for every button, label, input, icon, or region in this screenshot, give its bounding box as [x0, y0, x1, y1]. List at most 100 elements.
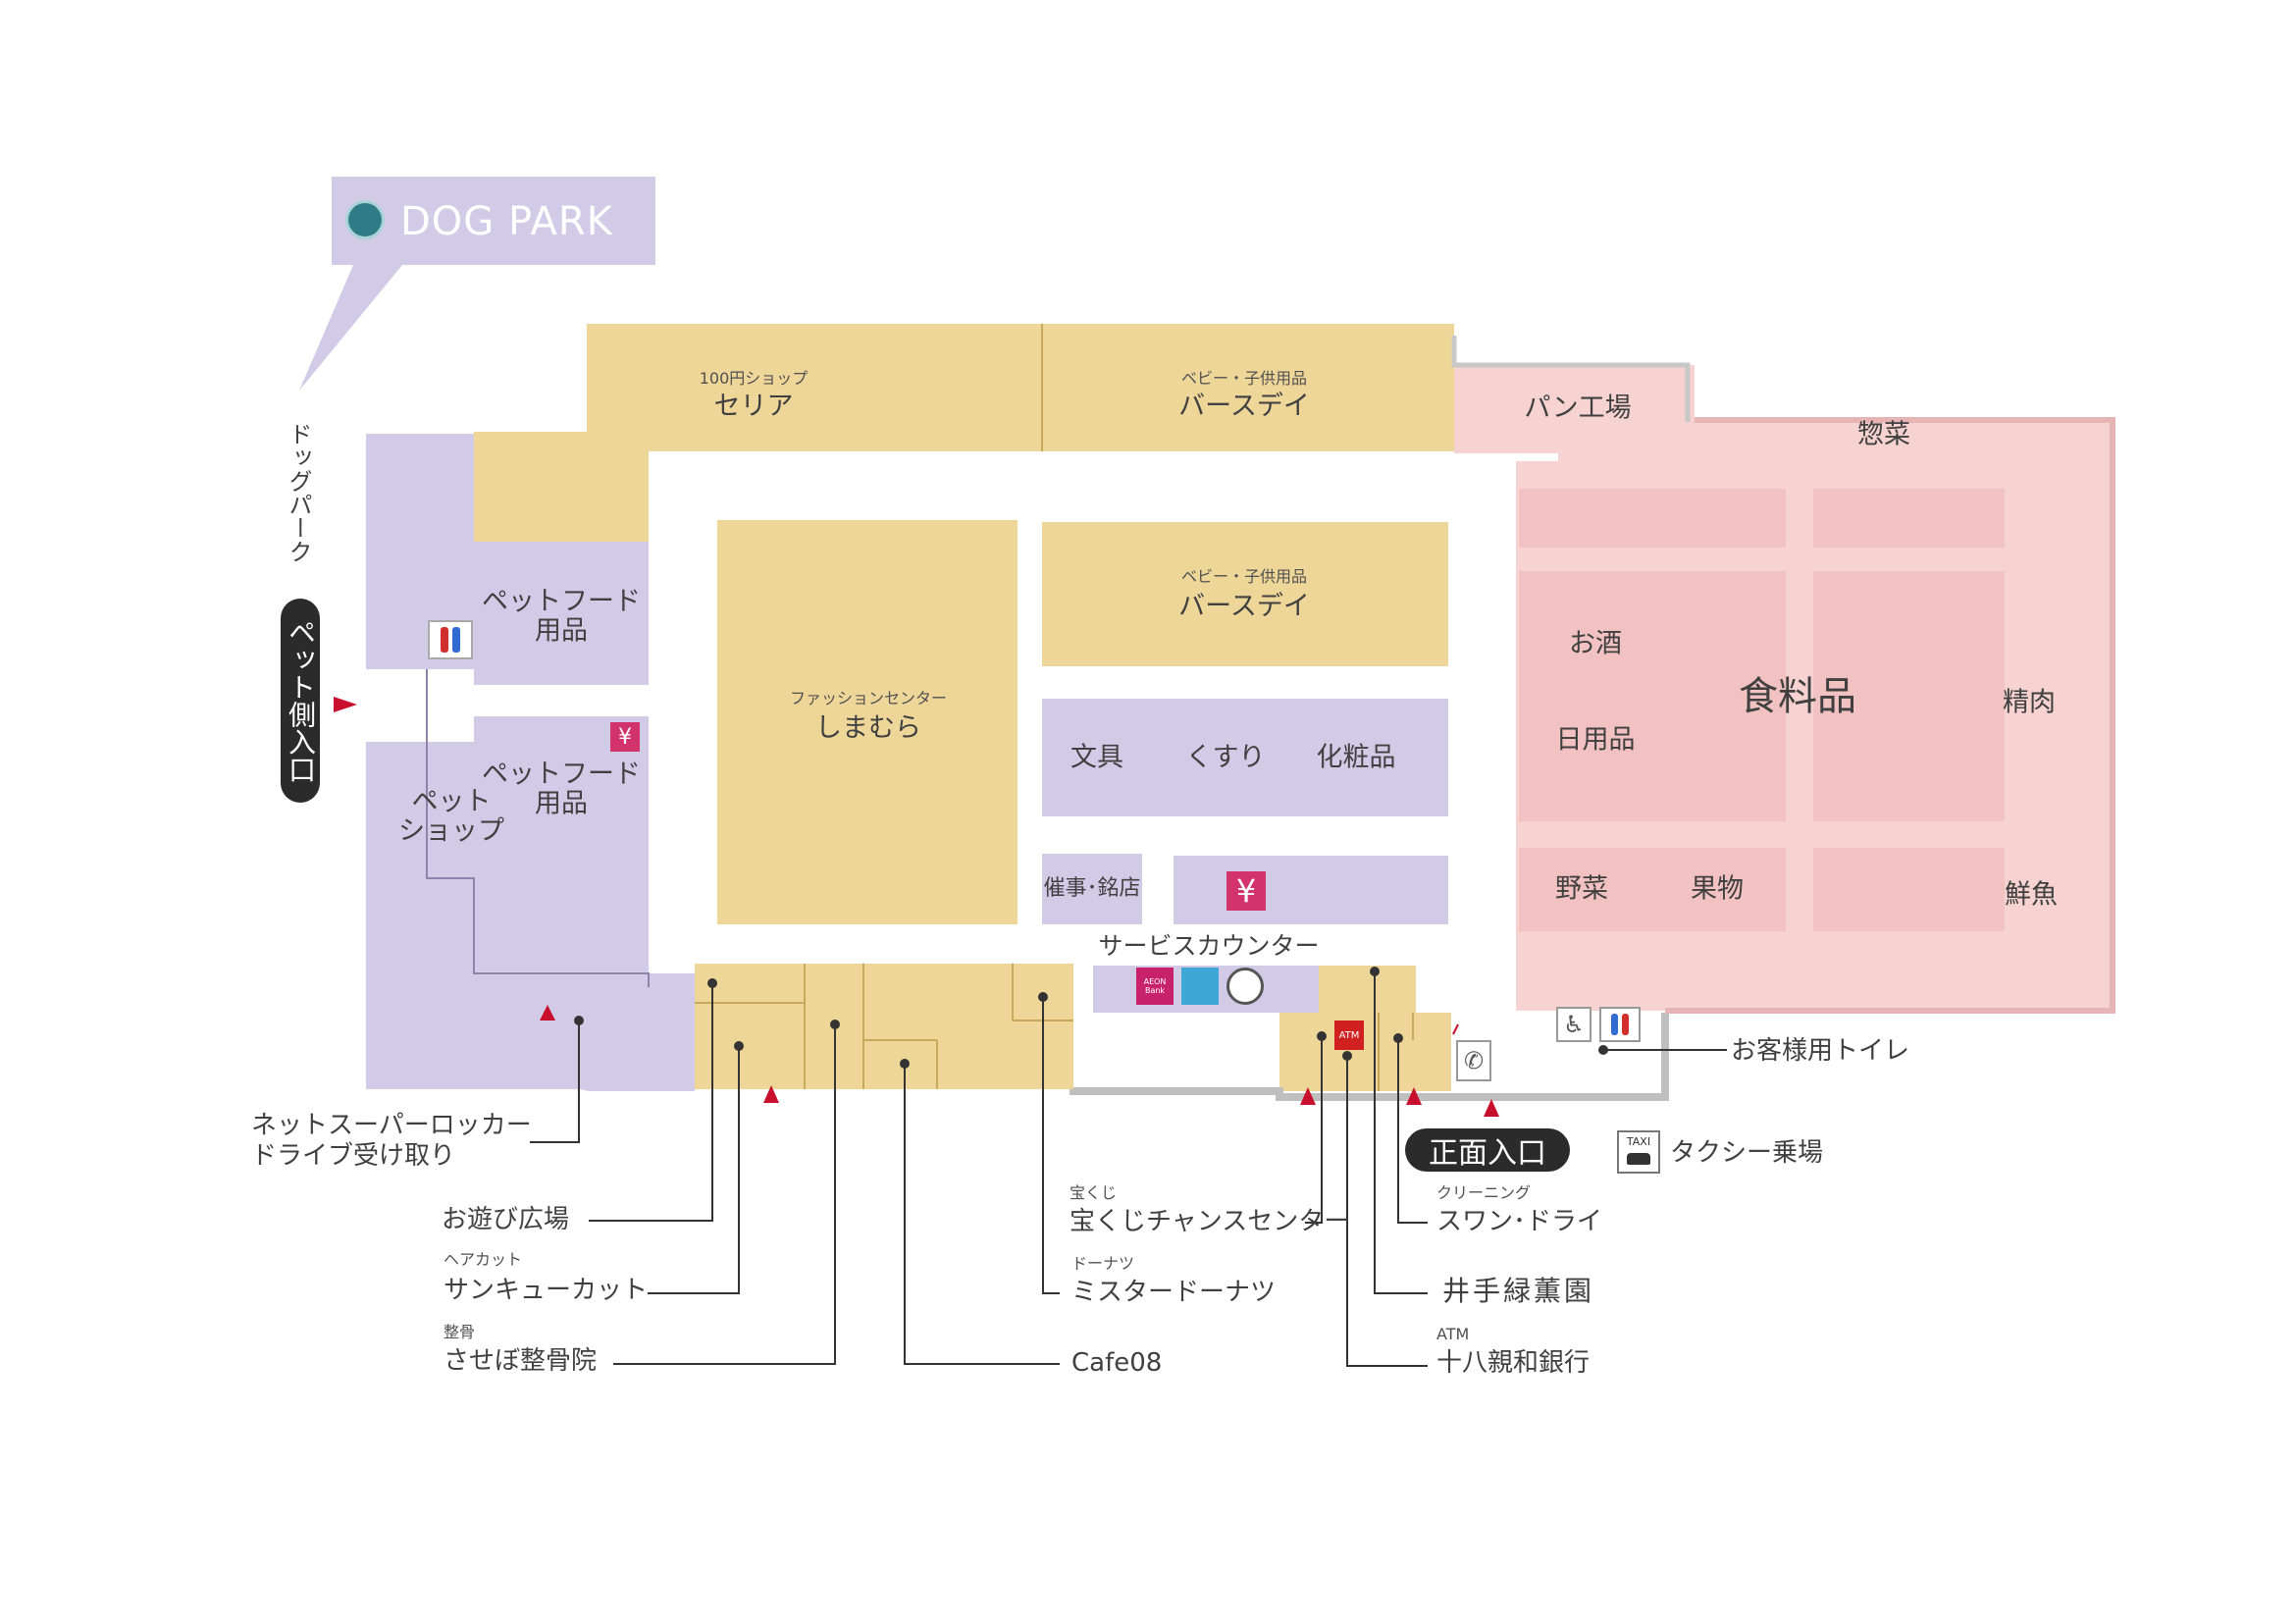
atm-caption: ATM — [1436, 1325, 1470, 1343]
daily-goods-label: 日用品 — [1555, 724, 1636, 756]
bank-callout: 十八親和銀行 — [1436, 1348, 1591, 1378]
lottery-caption: 宝くじ — [1070, 1183, 1118, 1202]
pet-shop-label: ペット ショップ — [398, 786, 504, 846]
yen-icon: ¥ — [1226, 871, 1266, 911]
baby-top-label: バースデイ — [1178, 391, 1310, 422]
locker-leader — [530, 1021, 580, 1143]
seikotsu-caption: 整骨 — [444, 1323, 476, 1341]
baby-mid-label: バースデイ — [1178, 591, 1310, 622]
petfood-2-label: ペットフード 用品 — [482, 759, 641, 818]
tea-leader — [1374, 971, 1428, 1294]
bakery-label: パン工場 — [1524, 393, 1632, 424]
bottom-right-shops-zone-top — [1318, 966, 1416, 1015]
pet-entrance-pill[interactable]: ペット側入口 — [281, 599, 320, 803]
aeon-bank-icon: AEON Bank — [1136, 968, 1174, 1005]
main-entrance-pill[interactable]: 正面入口 — [1405, 1128, 1570, 1172]
phone-icon: ✆ — [1456, 1040, 1491, 1081]
main-entrance-label: 正面入口 — [1429, 1136, 1546, 1171]
bottom-right-shops-zone — [1279, 1013, 1451, 1091]
taxi-icon: TAXI — [1617, 1130, 1660, 1174]
service-counter-label[interactable]: サービスカウンター — [1098, 931, 1320, 961]
haircut-caption: ヘアカット — [444, 1250, 523, 1269]
pet-bottom-slant-fill — [366, 987, 695, 1091]
toilet-callout: お客様用トイレ — [1731, 1036, 1910, 1066]
dog-park-bubble — [299, 177, 655, 391]
lottery-callout: 宝くじチャンスセンター — [1070, 1207, 1350, 1236]
baby-top-caption: ベビー・子供用品 — [1180, 369, 1308, 388]
cafe-callout: Cafe08 — [1071, 1348, 1163, 1378]
dog-park-banner: DOG PARK — [400, 199, 613, 244]
bank-zone — [1174, 856, 1448, 924]
aeon-bank-icon-label: AEON Bank — [1143, 977, 1167, 995]
food-label: 食料品 — [1739, 674, 1856, 719]
pet-yen-icon: ¥ — [610, 722, 640, 752]
entrance-marker-3 — [1300, 1087, 1316, 1105]
baby-mid-caption: ベビー・子供用品 — [1180, 567, 1308, 586]
shimamura-zone — [717, 520, 1018, 924]
fruit-label: 果物 — [1691, 873, 1744, 905]
playground-leader — [589, 983, 713, 1222]
yen-icon-glyph: ¥ — [1235, 872, 1257, 910]
food-block-center-left — [1519, 571, 1786, 821]
cleaning-callout: スワン･ドライ — [1436, 1207, 1603, 1236]
food-block-bottom-left — [1519, 848, 1786, 931]
playground-callout: お遊び広場 — [442, 1205, 570, 1234]
seria-caption: 100円ショップ — [699, 369, 809, 388]
events-label: 催事･銘店 — [1043, 876, 1141, 901]
pet-entrance-label: ペット側入口 — [285, 618, 317, 783]
donut-callout: ミスタードーナツ — [1071, 1278, 1277, 1307]
nursing-room-icon — [1226, 968, 1264, 1005]
meat-label: 精肉 — [2003, 687, 2056, 718]
food-block-top-left — [1519, 489, 1786, 548]
baby-care-icon — [1181, 968, 1219, 1005]
dog-park-side-label: ドッグパーク — [285, 422, 312, 563]
stationery-label: 文具 — [1070, 742, 1123, 773]
pet-zone-lower — [366, 742, 474, 987]
locker-callout: ネットスーパーロッカー ドライブ受け取り — [251, 1111, 532, 1172]
petfood-1-label: ペットフード 用品 — [482, 586, 641, 646]
tea-callout: 井手緑薫園 — [1442, 1275, 1595, 1307]
pet-inner-line — [426, 669, 650, 987]
cosmetics-label: 化粧品 — [1316, 742, 1396, 773]
drugstore-zone — [1042, 699, 1448, 816]
dog-park-logo-icon — [345, 200, 385, 239]
shimamura-caption: ファッションセンター — [789, 689, 948, 707]
donut-leader — [1042, 997, 1060, 1294]
top-left-store-block — [474, 432, 649, 542]
petfood-zone-2 — [474, 716, 649, 973]
top-store-band — [587, 324, 1454, 451]
entrance-marker-1 — [540, 1005, 555, 1021]
donut-caption: ドーナツ — [1071, 1254, 1135, 1273]
vegetables-label: 野菜 — [1555, 873, 1608, 905]
entrance-marker-4 — [1406, 1087, 1422, 1105]
haircut-callout: サンキューカット — [444, 1276, 649, 1305]
cafe-leader — [904, 1064, 1060, 1365]
bottom-left-shops-zone — [695, 964, 1073, 1089]
accessible-icon: ♿ — [1556, 1007, 1592, 1042]
haircut-leader — [648, 1046, 740, 1294]
outer-wall-line — [1070, 1013, 1669, 1101]
seria-label: セリア — [713, 391, 794, 422]
seikotsu-leader — [613, 1024, 836, 1365]
entrance-marker-5 — [1484, 1099, 1499, 1117]
lottery-leader — [1305, 1036, 1323, 1224]
bank-leader — [1346, 1056, 1428, 1367]
grey-top-right-line — [1451, 336, 1691, 422]
cleaning-leader — [1397, 1038, 1428, 1224]
fish-label: 鮮魚 — [2005, 879, 2058, 911]
atm-badge-icon: ATM — [1334, 1021, 1364, 1050]
food-block-center-right — [1813, 571, 2005, 821]
food-block-top-right — [1813, 489, 2005, 548]
liquor-label: お酒 — [1569, 628, 1622, 659]
pet-entrance-marker — [334, 697, 357, 712]
customer-restroom-icon — [1599, 1007, 1641, 1042]
food-block-bottom-right — [1813, 848, 2005, 931]
restroom-icon — [428, 620, 473, 659]
pink-wall-line — [1665, 417, 2115, 1014]
events-zone — [1042, 854, 1142, 924]
entrance-marker-2 — [763, 1085, 779, 1103]
taxi-icon-label: TAXI — [1626, 1135, 1651, 1148]
cleaning-caption: クリーニング — [1436, 1183, 1532, 1202]
deli-label: 惣菜 — [1857, 419, 1910, 450]
